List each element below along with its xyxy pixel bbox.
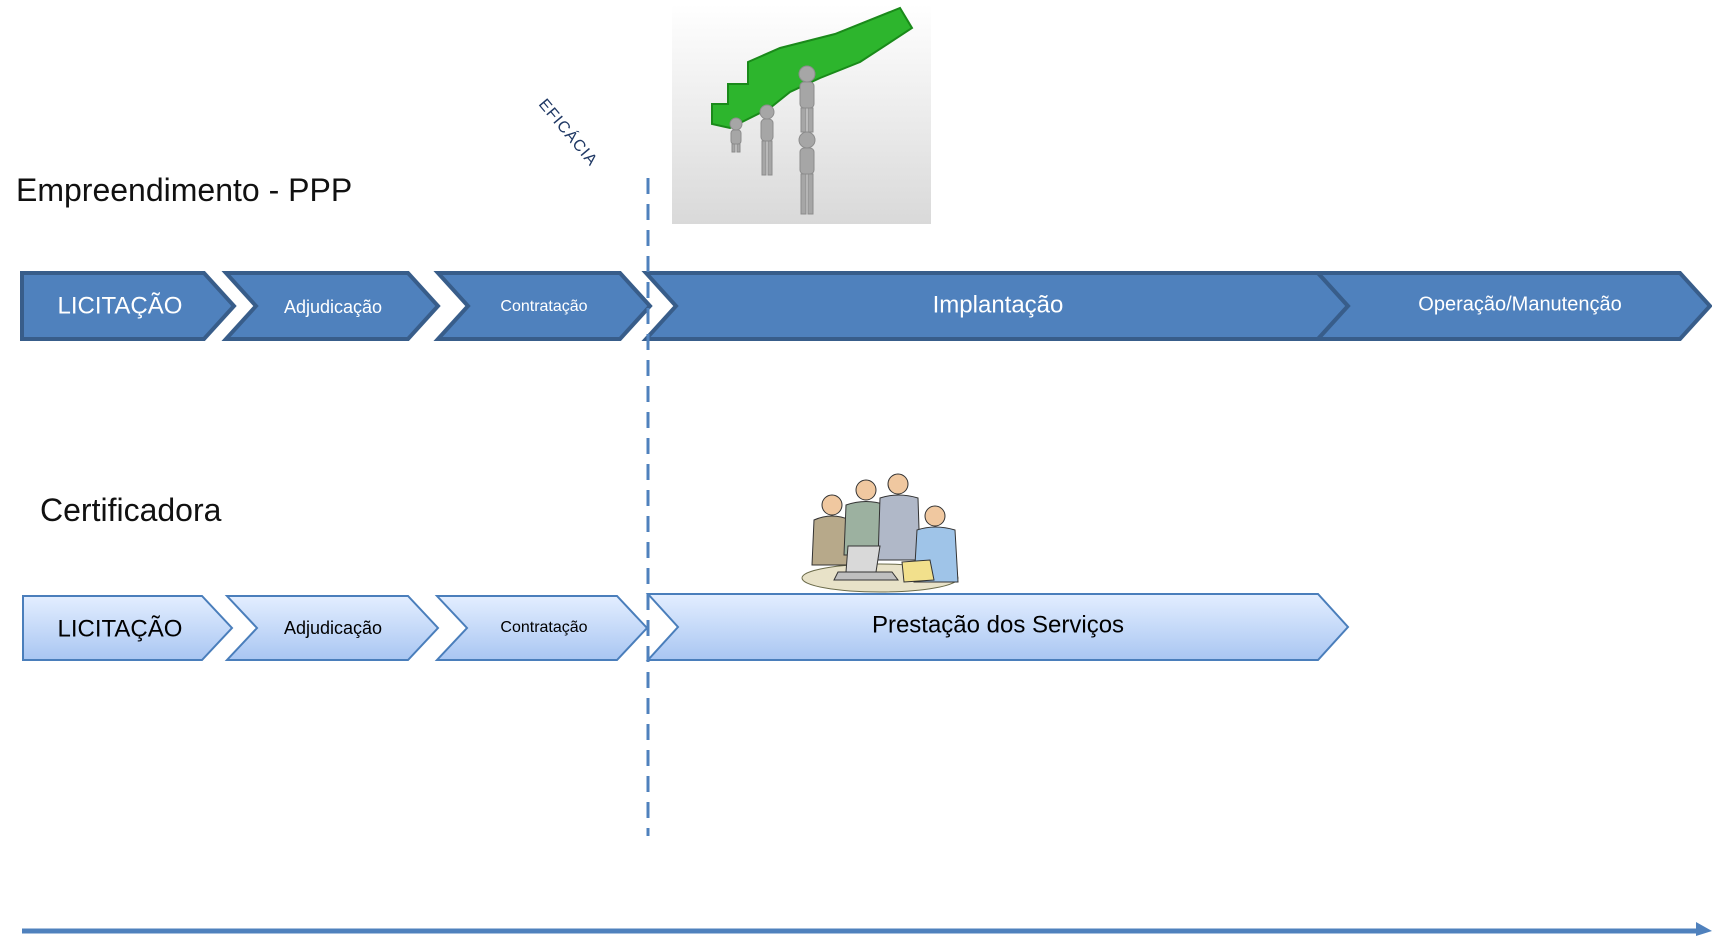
ppp-step-operacao [1313, 271, 1712, 341]
cert-section-title: Certificadora [40, 492, 222, 528]
cert-step-label: LICITAÇÃO [58, 615, 183, 642]
ppp-step-label: Adjudicação [284, 297, 382, 317]
cert-step-prestacao [645, 593, 1350, 661]
ppp-step-label: Contratação [500, 298, 587, 315]
ppp-step-adjudicacao [221, 271, 441, 341]
ppp-step-label: LICITAÇÃO [58, 292, 183, 319]
cert-process-row [22, 593, 1350, 661]
ppp-process-row [20, 271, 1712, 341]
cert-step-label: Adjudicação [284, 618, 382, 638]
ppp-step-label: Implantação [933, 291, 1064, 318]
cert-step-contratacao [434, 595, 649, 661]
ppp-step-label: Operação/Manutenção [1418, 293, 1621, 315]
team-illustration [798, 468, 964, 593]
cert-step-label: Prestação dos Serviços [872, 611, 1124, 638]
growth-illustration [672, 4, 931, 224]
cert-step-licitacao [22, 595, 234, 661]
ppp-section-title: Empreendimento - PPP [16, 172, 353, 208]
cert-step-adjudicacao [224, 595, 440, 661]
ppp-step-contratacao [433, 271, 653, 341]
cert-step-label: Contratação [500, 619, 587, 636]
timeline-axis [22, 922, 1712, 936]
ppp-step-licitacao [20, 271, 237, 341]
